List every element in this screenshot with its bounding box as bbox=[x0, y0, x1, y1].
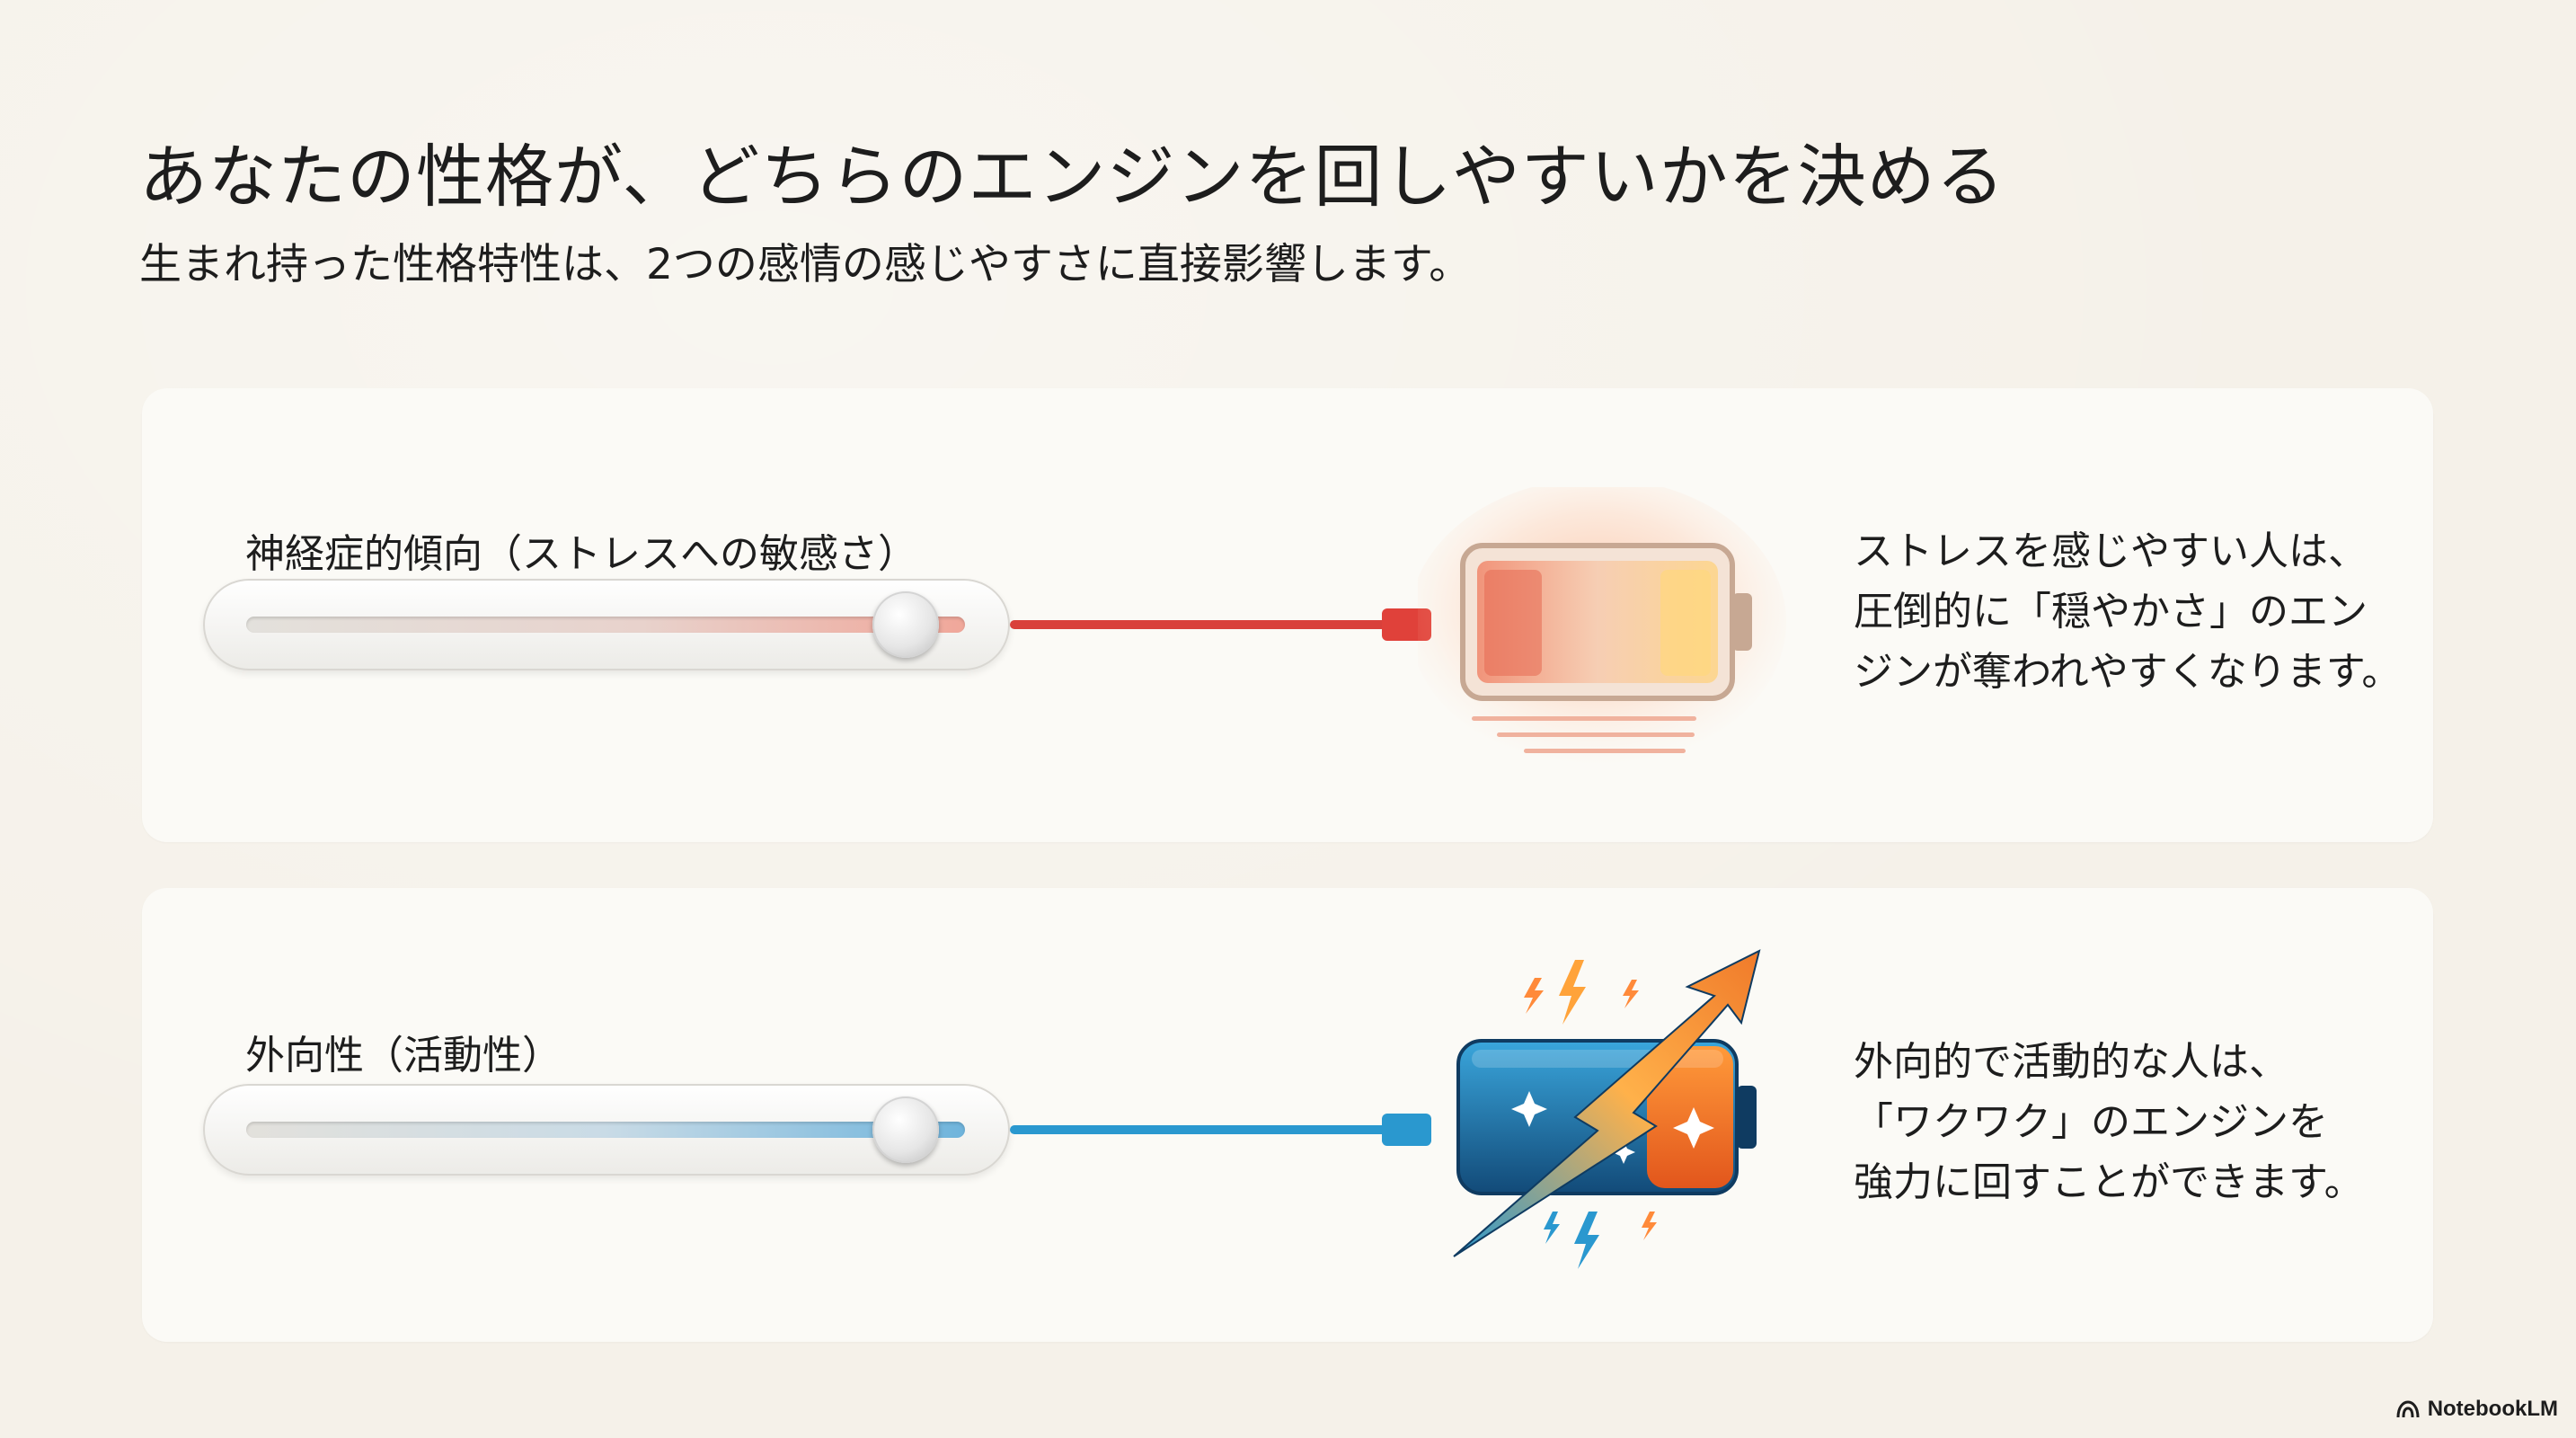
description-line: 「ワクワク」のエンジンを bbox=[1854, 1099, 2328, 1145]
description-extraversion: 外向的で活動的な人は、 「ワクワク」のエンジンを 強力に回すことができます。 bbox=[1854, 1032, 2364, 1212]
trait-card-neuroticism: 神経症的傾向（ストレスへの敏感さ） bbox=[142, 388, 2433, 842]
trait-label-neuroticism: 神経症的傾向（ストレスへの敏感さ） bbox=[245, 531, 917, 577]
description-line: 外向的で活動的な人は、 bbox=[1854, 1039, 2288, 1085]
footer-brand: NotebookLM bbox=[2395, 1397, 2558, 1422]
slider-groove bbox=[246, 617, 965, 633]
description-neuroticism: ストレスを感じやすい人は、 圧倒的に「穏やかさ」のエン ジンが奪われやすくなりま… bbox=[1854, 521, 2401, 702]
notebooklm-logo-icon bbox=[2395, 1399, 2421, 1419]
slider-knob[interactable] bbox=[872, 1096, 940, 1163]
trait-label-extraversion: 外向性（活動性） bbox=[245, 1033, 562, 1078]
slider-groove bbox=[246, 1122, 965, 1138]
description-line: 圧倒的に「穏やかさ」のエン bbox=[1854, 589, 2368, 635]
slider-knob[interactable] bbox=[872, 591, 940, 658]
description-line: ジンが奪われやすくなります。 bbox=[1854, 649, 2402, 695]
page-title: あなたの性格が、どちらのエンジンを回しやすいかを決める bbox=[139, 137, 2005, 217]
description-line: ストレスを感じやすい人は、 bbox=[1854, 528, 2368, 574]
trait-card-extraversion: 外向性（活動性） bbox=[142, 888, 2433, 1342]
extraversion-slider[interactable] bbox=[203, 1084, 1010, 1176]
plug-blue bbox=[1382, 1114, 1431, 1146]
neuroticism-slider[interactable] bbox=[203, 579, 1010, 670]
page-subtitle: 生まれ持った性格特性は、2つの感情の感じやすさに直接影響します。 bbox=[139, 240, 1472, 289]
charged-battery-icon bbox=[1418, 924, 1795, 1301]
cable-red bbox=[1010, 620, 1396, 629]
description-line: 強力に回すことができます。 bbox=[1854, 1159, 2364, 1205]
cable-blue bbox=[1010, 1125, 1396, 1134]
brand-name: NotebookLM bbox=[2427, 1397, 2558, 1421]
fading-battery-icon bbox=[1409, 478, 1795, 775]
